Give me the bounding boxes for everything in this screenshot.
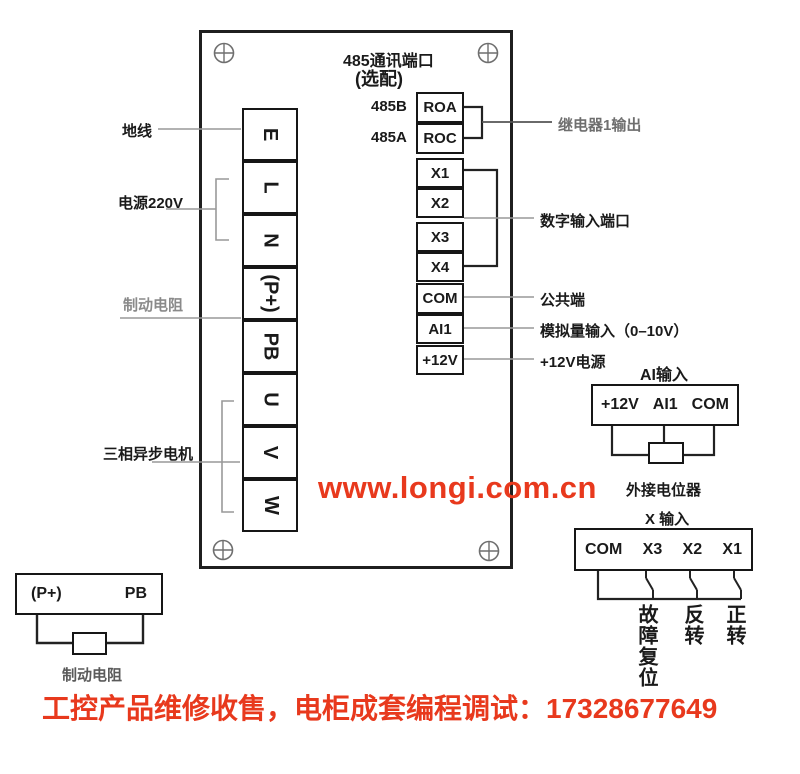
brake-resistor-box <box>72 632 107 655</box>
common-terminal-label: 公共端 <box>540 292 586 309</box>
terminal-label: ROC <box>423 130 457 147</box>
terminal-x3: X3 <box>416 222 464 252</box>
terminal-label: ROA <box>423 99 457 116</box>
terminal-label: X1 <box>430 164 450 182</box>
terminal-v: V <box>242 426 298 479</box>
terminal-roa: ROA <box>416 92 464 123</box>
potentiometer-label: 外接电位器 <box>626 482 702 499</box>
digital-input-label: 数字输入端口 <box>540 213 631 230</box>
terminal-label: X3 <box>430 228 450 246</box>
terminal-label: U <box>259 392 282 407</box>
ai-pin-com: COM <box>691 396 729 413</box>
terminal-com: COM <box>416 283 464 314</box>
ai-pin-12v: +12V <box>601 396 639 413</box>
terminal-e: E <box>242 108 298 161</box>
comm-port-title: 485通讯端口 <box>343 53 434 70</box>
motor-label: 三相异步电机 <box>103 446 194 463</box>
terminal-label: X4 <box>430 258 450 276</box>
fault-reset-label: 故障复位 <box>635 604 657 688</box>
x-input-title: X 输入 <box>645 511 690 528</box>
comm-pin-485b: 485B <box>371 98 407 115</box>
relay-output-label: 继电器1输出 <box>558 117 642 134</box>
terminal-w: W <box>242 479 298 532</box>
comm-pin-485a: 485A <box>371 129 407 146</box>
x-pin-x1: X1 <box>722 540 742 558</box>
terminal-u: U <box>242 373 298 426</box>
power-12v-label: +12V电源 <box>540 354 606 371</box>
x-pin-com: COM <box>585 540 623 558</box>
terminal-label: PB <box>259 332 282 361</box>
analog-input-label: 模拟量输入（0–10V） <box>540 323 689 340</box>
terminal-pb: PB <box>242 320 298 373</box>
brake-pin-pb: PB <box>124 585 147 602</box>
forward-label: 正转 <box>723 604 745 646</box>
ai-pin-ai1: AI1 <box>652 396 678 413</box>
potentiometer-box <box>648 442 684 464</box>
terminal-n: N <box>242 214 298 267</box>
terminal-label: E <box>259 127 282 142</box>
x-input-box: COM X3 X2 X1 <box>574 528 753 571</box>
terminal-label: X2 <box>430 194 450 212</box>
terminal-label: AI1 <box>428 320 452 338</box>
brake-resistor-label: 制动电阻 <box>123 297 184 314</box>
terminal-label: V <box>259 445 282 460</box>
terminal-label: COM <box>422 290 458 307</box>
footer-contact-text: 工控产品维修收售，电柜成套编程调试：17328677649 <box>42 693 718 724</box>
terminal-x4: X4 <box>416 252 464 282</box>
terminal-label: +12V <box>422 351 458 369</box>
comm-port-subtitle: (选配) <box>355 69 403 89</box>
terminal-ai1: AI1 <box>416 314 464 344</box>
terminal-label: W <box>259 496 282 515</box>
terminal-l: L <box>242 161 298 214</box>
terminal-x1: X1 <box>416 158 464 188</box>
x-pin-x2: X2 <box>682 540 703 558</box>
terminal-label: N <box>259 233 282 248</box>
brake-pin-p-plus: (P+) <box>31 585 62 602</box>
terminal-label: (P+) <box>259 274 282 313</box>
ai-input-box: +12V AI1 COM <box>591 384 739 426</box>
terminal-x2: X2 <box>416 188 464 218</box>
watermark-url: www.longi.com.cn <box>318 470 597 505</box>
terminal-roc: ROC <box>416 123 464 154</box>
brake-box: (P+) PB <box>15 573 163 615</box>
terminal-label: L <box>259 181 282 194</box>
brake-resistor-caption: 制动电阻 <box>62 667 123 684</box>
ai-input-title: AI输入 <box>640 367 689 384</box>
reverse-label: 反转 <box>681 604 703 646</box>
ground-label: 地线 <box>122 123 153 140</box>
x-pin-x3: X3 <box>642 540 663 558</box>
terminal-p-plus: (P+) <box>242 267 298 320</box>
power-label: 电源220V <box>118 195 184 212</box>
terminal-12v: +12V <box>416 345 464 375</box>
